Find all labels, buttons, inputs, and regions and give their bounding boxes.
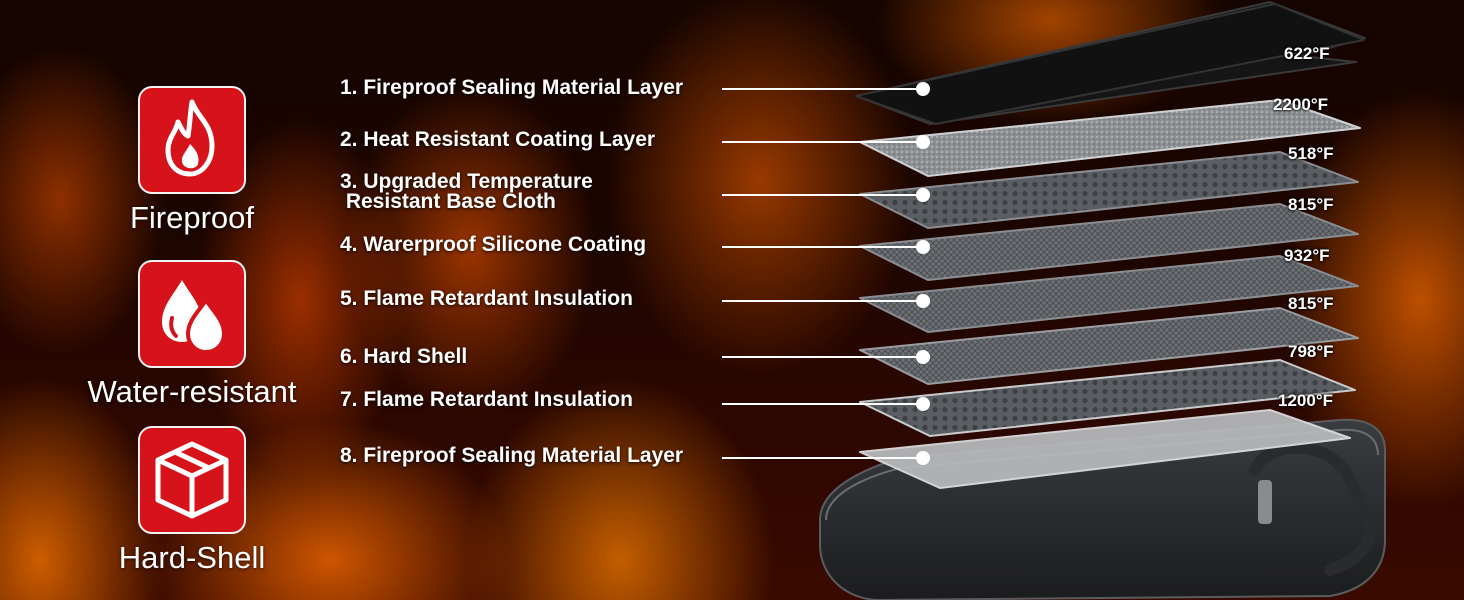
hard-shell-label: Hard-Shell (118, 540, 266, 575)
temp-layer-8: 1200°F (1278, 391, 1334, 410)
leader-dot-6 (916, 350, 930, 364)
layer-label-2: 2. Heat Resistant Coating Layer (340, 128, 656, 151)
layer-5 (859, 255, 1359, 333)
leader-dot-8 (916, 451, 930, 465)
leader-line-7 (722, 403, 918, 405)
layer-label-1: 1. Fireproof Sealing Material Layer (340, 76, 684, 99)
layer-3 (859, 151, 1359, 229)
fireproof-label: Fireproof (129, 200, 255, 235)
water-resistant-badge (138, 260, 246, 368)
leader-dot-1 (916, 82, 930, 96)
layer-8 (859, 409, 1351, 489)
layer-label-4: 4. Warerproof Silicone Coating (340, 233, 647, 256)
temp-layer-7: 798°F (1288, 342, 1334, 361)
leader-line-6 (722, 356, 918, 358)
zipper-pull (1258, 480, 1272, 524)
layer-6 (859, 307, 1359, 385)
handle (1249, 441, 1377, 576)
leader-line-5 (722, 300, 918, 302)
fireproof-badge (138, 86, 246, 194)
temp-layer-3: 518°F (1288, 144, 1334, 163)
temp-layer-1: 622°F (1284, 44, 1330, 63)
water-resistant-label: Water-resistant (87, 374, 297, 409)
leader-line-3 (722, 194, 918, 196)
layer-label-6: 6. Hard Shell (340, 345, 468, 368)
leader-dot-5 (916, 294, 930, 308)
temp-layer-4: 815°F (1288, 195, 1334, 214)
layer-7 (859, 359, 1356, 437)
leader-dot-4 (916, 240, 930, 254)
layer-label-8: 8. Fireproof Sealing Material Layer (340, 444, 684, 467)
temp-layer-5: 932°F (1284, 246, 1330, 265)
hard-shell-badge (138, 426, 246, 534)
layer-label-3: 3. Upgraded Temperature Resistant Base C… (340, 170, 593, 213)
layer-label-7: 7. Flame Retardant Insulation (340, 388, 633, 411)
leader-line-4 (722, 246, 918, 248)
leader-dot-2 (916, 135, 930, 149)
leader-line-8 (722, 457, 918, 459)
box-icon (155, 441, 229, 519)
layer-2 (859, 99, 1361, 177)
temp-layer-6: 815°F (1288, 294, 1334, 313)
leader-dot-3 (916, 188, 930, 202)
leader-line-2 (722, 141, 918, 143)
leader-dot-7 (916, 397, 930, 411)
temp-layer-2: 2200°F (1273, 95, 1329, 114)
leader-line-1 (722, 88, 918, 90)
layer-label-5: 5. Flame Retardant Insulation (340, 287, 633, 310)
layer-4 (859, 203, 1359, 281)
fire-icon (165, 99, 215, 177)
water-drops-icon (162, 280, 227, 355)
